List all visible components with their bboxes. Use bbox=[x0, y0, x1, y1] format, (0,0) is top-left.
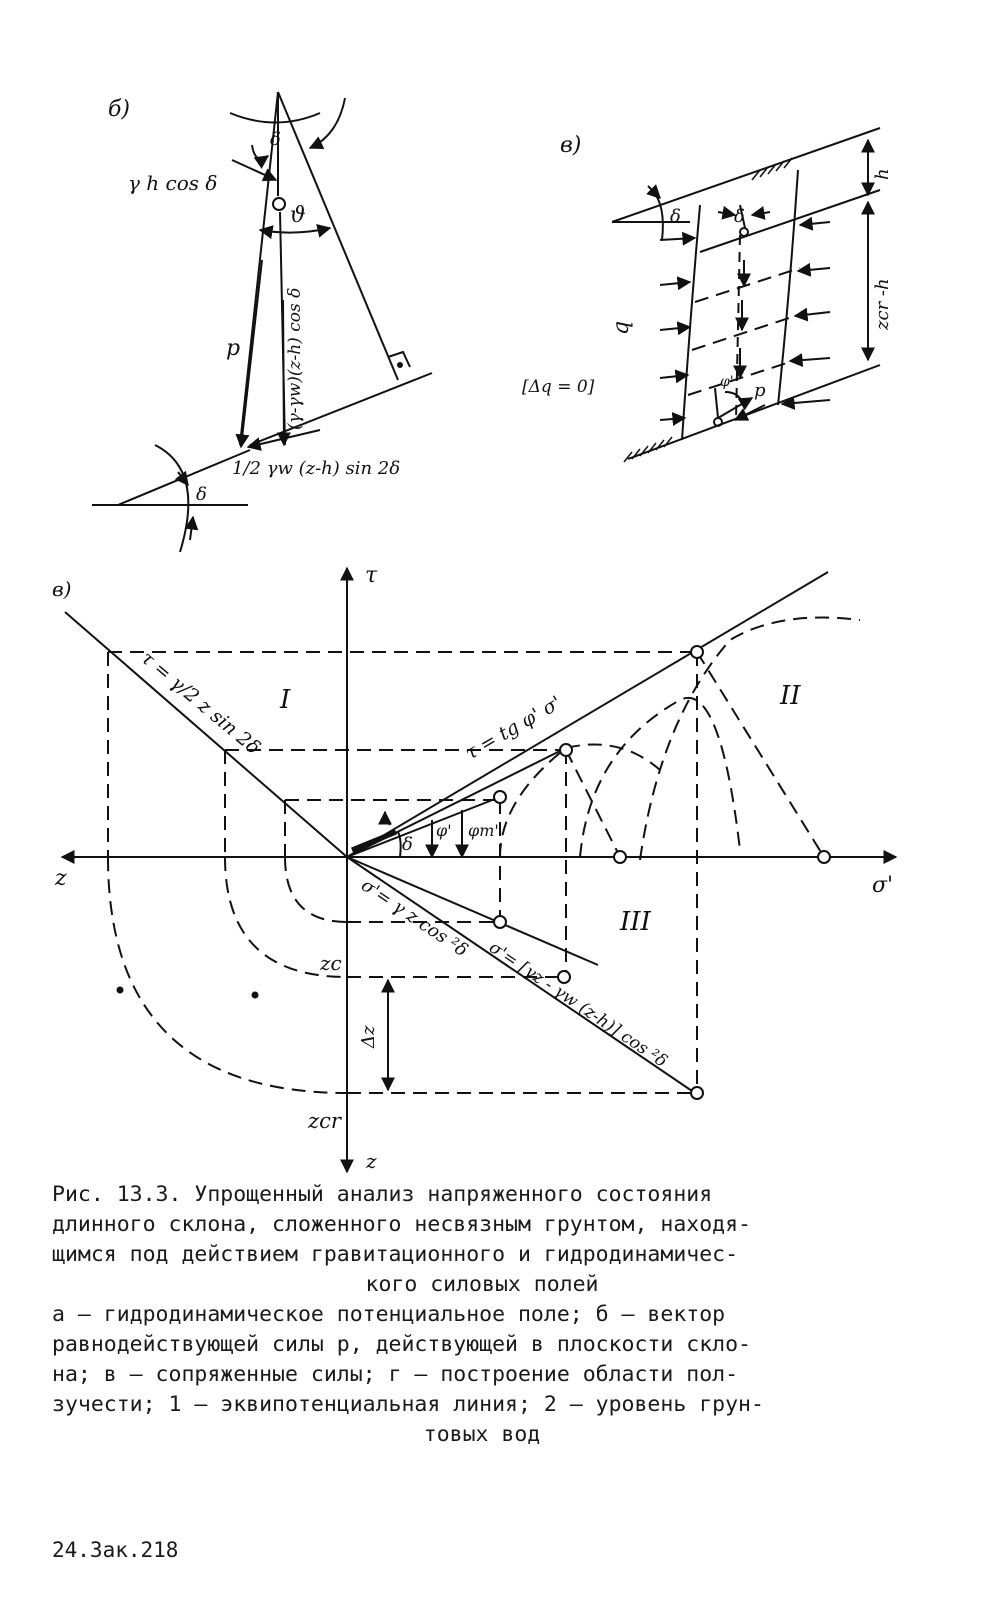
region-2: II bbox=[779, 681, 801, 711]
panel-v-label: в) bbox=[560, 133, 581, 158]
label-delta-g: δ bbox=[402, 834, 413, 855]
legend-line: зучести; 1 – эквипотенциальная линия; 2 … bbox=[52, 1392, 764, 1417]
axis-z-bottom: z bbox=[365, 1149, 377, 1173]
axis-tau: τ bbox=[365, 563, 378, 588]
label-base-angle: δ bbox=[196, 484, 207, 505]
label-delta-v2: δ bbox=[734, 206, 745, 227]
panel-g-label: в) bbox=[52, 577, 71, 601]
caption-line: кого силовых полей bbox=[365, 1272, 599, 1297]
line-sigma-2: σ'= [γz - γw (z-h)] cos ²δ bbox=[485, 938, 670, 1072]
caption-line: длинного склона, сложенного несвязным гр… bbox=[52, 1212, 751, 1237]
label-top-load: γ h cos δ bbox=[128, 171, 217, 195]
panel-g bbox=[60, 566, 898, 1174]
region-3: III bbox=[619, 907, 652, 937]
label-q: q bbox=[609, 321, 634, 335]
label-h: h bbox=[872, 168, 893, 180]
label-zcr: zcr bbox=[307, 1109, 343, 1133]
figure-legend: а – гидродинамическое потенциальное поле… bbox=[52, 1300, 912, 1450]
legend-line: товых вод bbox=[423, 1422, 541, 1447]
label-condition: [Δq = 0] bbox=[522, 377, 595, 397]
panel-b-label: б) bbox=[108, 97, 130, 122]
legend-line: а – гидродинамическое потенциальное поле… bbox=[52, 1302, 726, 1327]
label-phi-v: φ' bbox=[720, 374, 734, 390]
label-zcr-h: zcr -h bbox=[872, 278, 893, 331]
line-tau-right: τ = tg φ' σ' bbox=[462, 692, 566, 765]
axis-z-left: z bbox=[54, 866, 67, 891]
label-theta: ϑ bbox=[290, 203, 306, 228]
figure-caption: Рис. 13.3. Упрощенный анализ напряженног… bbox=[52, 1180, 912, 1300]
label-vertical-component: (γ-γw)(z-h) cos δ bbox=[285, 288, 305, 430]
line-tau-left: τ = γ/2 z sin 2δ bbox=[137, 647, 265, 759]
caption-line: щимся под действием гравитационного и ги… bbox=[52, 1242, 739, 1267]
label-p-force: p bbox=[754, 380, 766, 401]
label-slope-component: 1/2 γw (z-h) sin 2δ bbox=[232, 458, 400, 479]
label-phi-m: φm' bbox=[468, 821, 499, 840]
legend-line: равнодействующей силы p, действующей в п… bbox=[52, 1332, 751, 1357]
label-zc: zc bbox=[319, 951, 342, 975]
line-sigma-1: σ'= γ z cos ²δ bbox=[357, 875, 471, 962]
label-phi-g: φ' bbox=[436, 821, 452, 840]
label-p-vector: p bbox=[226, 336, 240, 361]
label-delta-z: Δz bbox=[358, 1025, 379, 1049]
region-1: I bbox=[279, 685, 291, 715]
axis-sigma: σ' bbox=[872, 873, 893, 898]
figure-13-3: б) γ h cos δ δ ϑ p (γ-γw)(z-h) cos δ 1/2… bbox=[52, 91, 898, 1174]
caption-line: Рис. 13.3. Упрощенный анализ напряженног… bbox=[52, 1182, 713, 1207]
panel-v bbox=[611, 127, 881, 463]
legend-line: на; в – сопряженные силы; г – построение… bbox=[52, 1362, 739, 1387]
page-footer: 24.Зак.218 bbox=[52, 1538, 179, 1562]
label-delta-v: δ bbox=[670, 206, 681, 227]
panel-b bbox=[92, 91, 433, 553]
label-delta-b: δ bbox=[270, 129, 281, 150]
